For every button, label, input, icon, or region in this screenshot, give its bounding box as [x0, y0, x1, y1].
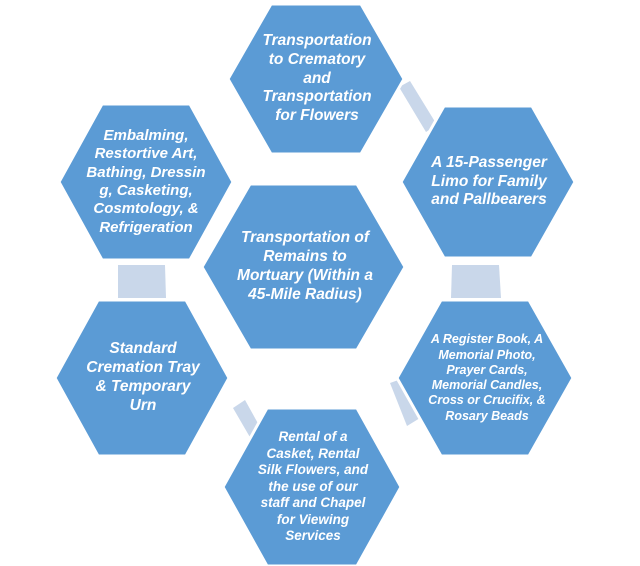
upper-left-text: Embalming, Restortive Art, Bathing, Dres…	[86, 127, 206, 236]
bottom-text: Rental of a Casket, Rental Silk Flowers,…	[257, 429, 369, 544]
connector-lower-left-upper-left	[118, 265, 166, 298]
hexagon-lower-right	[395, 298, 575, 458]
upper-left-label: Embalming, Restortive Art, Bathing, Dres…	[72, 120, 220, 244]
top-text: Transportation to Crematory and Transpor…	[262, 31, 372, 125]
lower-right-text: A Register Book, A Memorial Photo, Praye…	[428, 332, 546, 423]
connector-top-upper-right	[399, 81, 437, 132]
hexagon-upper-left	[57, 102, 235, 262]
lower-right-label: A Register Book, A Memorial Photo, Praye…	[414, 318, 560, 438]
center-label: Transportation of Remains to Mortuary (W…	[222, 200, 388, 334]
lower-left-label: Standard Cremation Tray & Temporary Urn	[70, 320, 216, 436]
upper-right-text: A 15-Passenger Limo for Family and Pallb…	[431, 153, 547, 209]
upper-right-label: A 15-Passenger Limo for Family and Pallb…	[414, 124, 564, 240]
center-text: Transportation of Remains to Mortuary (W…	[237, 229, 373, 303]
hexagon-top	[226, 2, 406, 156]
hexagons	[53, 2, 577, 566]
connector-lower-right-bottom	[390, 378, 420, 426]
lower-left-text: Standard Cremation Tray & Temporary Urn	[86, 340, 200, 414]
hexagon-upper-right	[399, 104, 577, 260]
connector-upper-right-lower-right	[451, 265, 501, 298]
hexagon-lower-left	[53, 298, 231, 458]
hexagon-bottom	[221, 406, 403, 566]
center-hexagon	[200, 182, 407, 352]
top-label: Transportation to Crematory and Transpor…	[244, 16, 390, 142]
bottom-label: Rental of a Casket, Rental Silk Flowers,…	[240, 416, 386, 558]
